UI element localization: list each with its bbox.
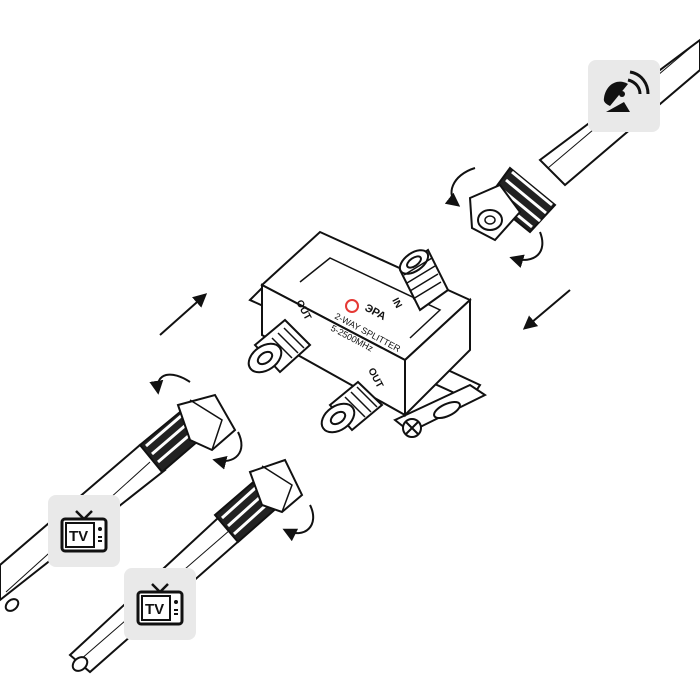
tv-lower-text: TV xyxy=(145,601,164,618)
tv-icon: TV xyxy=(60,510,108,553)
ground-screw xyxy=(402,418,422,438)
tv-upper-text: TV xyxy=(69,528,88,545)
port-out-bottom-connector xyxy=(320,380,384,434)
tv-lower-connector xyxy=(213,458,304,544)
tv-icon: TV xyxy=(136,583,184,626)
rotate-arrow-tv-lower xyxy=(282,504,315,542)
direction-arrow-out xyxy=(159,293,208,336)
satellite-dish-icon xyxy=(603,70,650,112)
satellite-badge xyxy=(588,60,660,132)
port-in-connector xyxy=(398,248,450,312)
brand-logo-icon xyxy=(345,299,359,313)
tv-badge-lower: TV xyxy=(124,568,196,640)
rotate-arrow-tv-upper-top xyxy=(149,373,191,395)
rotate-arrow-satellite-top xyxy=(444,167,476,207)
satellite-cable-connector xyxy=(468,166,557,242)
port-out-left-connector xyxy=(247,318,312,374)
tv-upper-connector xyxy=(138,393,237,474)
direction-arrow-in xyxy=(522,289,571,330)
port-in-label: IN xyxy=(389,296,403,310)
rotate-arrow-tv-upper-bottom xyxy=(212,431,243,470)
tv-badge-upper: TV xyxy=(48,495,120,567)
rotate-arrow-satellite-bottom xyxy=(509,231,544,268)
